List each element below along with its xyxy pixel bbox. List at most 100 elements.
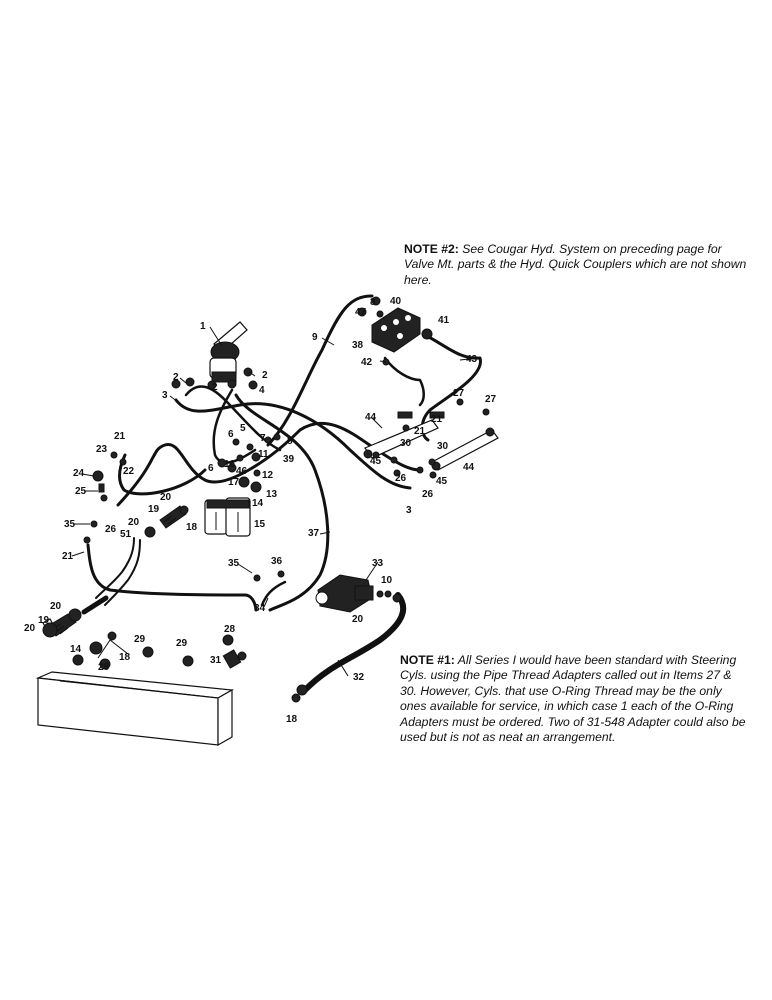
callout-label: 44 bbox=[365, 412, 377, 423]
hose-51b bbox=[95, 537, 135, 599]
steering-cylinder-upper bbox=[363, 411, 445, 459]
callout-label: 21 bbox=[62, 551, 74, 562]
callout-label: 11 bbox=[258, 449, 269, 460]
callout-label: 12 bbox=[262, 470, 274, 481]
callout-label: 39 bbox=[283, 454, 295, 465]
callout-label: 8 bbox=[370, 297, 376, 308]
callout-label: 45 bbox=[370, 456, 382, 467]
callout-label: 15 bbox=[254, 519, 266, 530]
callout-label: 38 bbox=[352, 340, 364, 351]
callout-label: 33 bbox=[372, 558, 384, 569]
callout-label: 19 bbox=[148, 504, 160, 515]
callout-label: 41 bbox=[438, 315, 450, 326]
hoses bbox=[86, 294, 482, 693]
callout-label: 10 bbox=[381, 575, 393, 586]
callout-label: 4 bbox=[259, 385, 265, 396]
note-2: NOTE #2: See Cougar Hyd. System on prece… bbox=[404, 242, 754, 288]
callout-label: 6 bbox=[208, 463, 214, 474]
hose-9 bbox=[266, 294, 374, 447]
note-1-text: All Series I would have been standard wi… bbox=[400, 653, 746, 745]
callout-label: 24 bbox=[73, 468, 85, 479]
callout-label: 20 bbox=[50, 601, 62, 612]
hose-32-texture bbox=[304, 594, 405, 691]
hose-42 bbox=[383, 356, 425, 407]
callout-label: 30 bbox=[400, 438, 412, 449]
callout-label: 31 bbox=[210, 655, 222, 666]
callout-label: 35 bbox=[228, 558, 240, 569]
callout-label: 3 bbox=[162, 390, 168, 401]
callout-label: 14 bbox=[252, 498, 264, 509]
callout-label: 26 bbox=[395, 473, 407, 484]
callout-label: 26 bbox=[105, 524, 117, 535]
callout-label: 9 bbox=[312, 332, 318, 343]
control-valve bbox=[371, 307, 421, 353]
callout-label: 5 bbox=[240, 423, 246, 434]
callout-label: 18 bbox=[186, 522, 198, 533]
callout-label: 20 bbox=[24, 623, 36, 634]
callout-label: 30 bbox=[437, 441, 449, 452]
callout-label: 23 bbox=[96, 444, 108, 455]
callout-label: 40 bbox=[390, 296, 402, 307]
callout-label: 7 bbox=[260, 433, 266, 444]
steering-unit bbox=[209, 321, 248, 383]
callout-label: 51 bbox=[120, 529, 132, 540]
callout-label: 21 bbox=[114, 431, 126, 442]
callout-label: 1 bbox=[200, 321, 206, 332]
callout-label: 2 bbox=[212, 382, 218, 393]
callout-label: 37 bbox=[308, 528, 320, 539]
filter-assembly bbox=[204, 497, 251, 537]
callout-label: 18 bbox=[286, 714, 298, 725]
callout-label: 42 bbox=[361, 357, 373, 368]
callout-label: 17 bbox=[228, 477, 240, 488]
callout-label: 20 bbox=[128, 517, 140, 528]
callout-label: 32 bbox=[353, 672, 365, 683]
callout-label: 21 bbox=[414, 426, 426, 437]
callout-label: 46 bbox=[236, 466, 248, 477]
note-1: NOTE #1: All Series I would have been st… bbox=[400, 653, 750, 745]
callout-label: 45 bbox=[436, 476, 448, 487]
callout-label: 18 bbox=[119, 652, 131, 663]
note-2-text: See Cougar Hyd. System on preceding page… bbox=[404, 242, 747, 287]
components bbox=[35, 307, 499, 747]
leader-lines bbox=[71, 326, 479, 677]
suction-tube bbox=[81, 595, 109, 615]
callout-label: 34 bbox=[254, 603, 266, 614]
hose-37 bbox=[234, 393, 330, 612]
callout-labels: 1 2 2 2 3 4 5 6 6 7 8 8 9 10 11 12 13 14… bbox=[24, 296, 497, 725]
callout-label: 28 bbox=[98, 662, 110, 673]
hydraulic-pump bbox=[315, 574, 374, 613]
hose-3 bbox=[174, 398, 412, 490]
note-2-heading: NOTE #2: bbox=[404, 242, 459, 256]
callout-label: 14 bbox=[70, 644, 82, 655]
callout-label: 27 bbox=[453, 388, 465, 399]
callout-label: 8 bbox=[287, 436, 293, 447]
callout-label: 27 bbox=[485, 394, 497, 405]
callout-label: 19 bbox=[38, 615, 50, 626]
callout-label: 47 bbox=[355, 307, 367, 318]
callout-label: 3 bbox=[406, 505, 412, 516]
callout-label: 36 bbox=[271, 556, 283, 567]
callout-label: 29 bbox=[176, 638, 188, 649]
callout-label: 13 bbox=[266, 489, 278, 500]
callout-label: 16 bbox=[224, 459, 236, 470]
callout-label: 35 bbox=[64, 519, 76, 530]
callout-label: 22 bbox=[123, 466, 135, 477]
note-1-heading: NOTE #1: bbox=[400, 653, 455, 667]
hose-21-lower bbox=[86, 543, 258, 612]
hose-22 bbox=[118, 453, 207, 496]
reservoir-tank bbox=[35, 671, 234, 747]
callout-label: 43 bbox=[466, 354, 478, 365]
hose-34 bbox=[260, 580, 287, 607]
callout-label: 20 bbox=[352, 614, 364, 625]
callout-label: 21 bbox=[431, 414, 443, 425]
hose-51 bbox=[104, 539, 141, 606]
callout-label: 28 bbox=[224, 624, 236, 635]
callout-label: 26 bbox=[422, 489, 434, 500]
callout-label: 2 bbox=[173, 372, 179, 383]
callout-label: 25 bbox=[75, 486, 87, 497]
fittings bbox=[42, 296, 490, 703]
callout-label: 6 bbox=[228, 429, 234, 440]
callout-label: 20 bbox=[160, 492, 172, 503]
callout-label: 29 bbox=[134, 634, 146, 645]
callout-label: 2 bbox=[262, 370, 268, 381]
